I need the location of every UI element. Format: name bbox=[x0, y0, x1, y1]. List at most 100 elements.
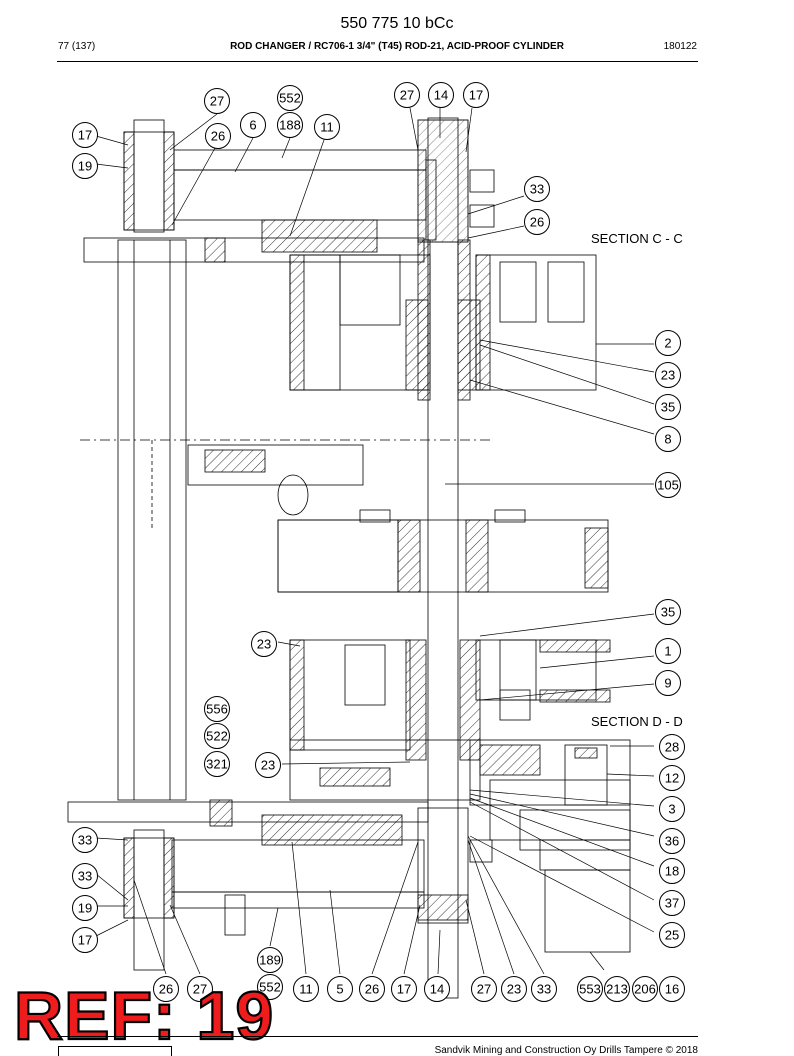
balloon-28: 28 bbox=[659, 734, 685, 760]
balloon-label: 17 bbox=[78, 128, 92, 143]
balloon-label: 17 bbox=[397, 982, 411, 997]
balloon-label: 23 bbox=[507, 982, 521, 997]
drawing-title: ROD CHANGER / RC706-1 3/4" (T45) ROD-21,… bbox=[230, 41, 564, 52]
balloon-label: 23 bbox=[257, 637, 271, 652]
balloon-23-mid: 23 bbox=[251, 631, 277, 657]
balloon-27-top: 27 bbox=[204, 88, 230, 114]
balloon-label: 27 bbox=[477, 982, 491, 997]
brand-logo-icon bbox=[58, 1046, 172, 1056]
balloon-label: 35 bbox=[661, 400, 675, 415]
balloon-553: 553 bbox=[577, 976, 603, 1002]
balloon-label: 33 bbox=[537, 982, 551, 997]
balloon-35-mid: 35 bbox=[655, 599, 681, 625]
balloon-19-topleft: 19 bbox=[72, 153, 98, 179]
balloon-18: 18 bbox=[659, 858, 685, 884]
balloon-label: 2 bbox=[664, 336, 671, 351]
balloon-26-topleft: 26 bbox=[205, 123, 231, 149]
balloon-17-left: 17 bbox=[72, 927, 98, 953]
balloon-label: 1 bbox=[664, 644, 671, 659]
balloon-label: 33 bbox=[530, 182, 544, 197]
balloon-556: 556 bbox=[204, 696, 230, 722]
balloon-label: 33 bbox=[78, 869, 92, 884]
balloon-17-bot: 17 bbox=[391, 976, 417, 1002]
balloon-label: 188 bbox=[279, 118, 301, 133]
balloon-105: 105 bbox=[655, 472, 681, 498]
balloon-213: 213 bbox=[604, 976, 630, 1002]
balloon-label: 28 bbox=[665, 740, 679, 755]
document-number: 550 775 10 bCc bbox=[340, 15, 454, 32]
balloon-189: 189 bbox=[257, 947, 283, 973]
balloon-label: 11 bbox=[299, 982, 313, 997]
balloon-25: 25 bbox=[659, 922, 685, 948]
balloon-1: 1 bbox=[655, 638, 681, 664]
balloon-label: 5 bbox=[336, 982, 343, 997]
balloon-label: 105 bbox=[657, 478, 679, 493]
balloon-11-top: 11 bbox=[314, 114, 340, 140]
balloon-23-low: 23 bbox=[255, 752, 281, 778]
balloon-label: 16 bbox=[665, 982, 679, 997]
balloon-label: 213 bbox=[606, 982, 628, 997]
section-label-dd: SECTION D - D bbox=[591, 714, 683, 729]
balloon-27-bot2: 27 bbox=[471, 976, 497, 1002]
balloon-37: 37 bbox=[659, 890, 685, 916]
balloon-8: 8 bbox=[655, 426, 681, 452]
balloon-11-bot: 11 bbox=[293, 976, 319, 1002]
section-label-cc: SECTION C - C bbox=[591, 231, 683, 246]
balloon-17-topleft: 17 bbox=[72, 122, 98, 148]
balloon-33-bot: 33 bbox=[531, 976, 557, 1002]
ref-stamp: REF: 19 bbox=[13, 978, 275, 1054]
balloon-552-bot: 552 bbox=[257, 974, 283, 1000]
balloon-label: 26 bbox=[530, 215, 544, 230]
balloon-16: 16 bbox=[659, 976, 685, 1002]
footer-copyright: Sandvik Mining and Construction Oy Drill… bbox=[434, 1045, 698, 1056]
balloon-label: 11 bbox=[320, 120, 334, 135]
balloon-label: 14 bbox=[434, 88, 448, 103]
balloon-label: 8 bbox=[664, 432, 671, 447]
balloon-26-bot1: 26 bbox=[153, 976, 179, 1002]
balloon-label: 27 bbox=[400, 88, 414, 103]
balloon-label: 9 bbox=[664, 676, 671, 691]
balloon-label: 37 bbox=[665, 896, 679, 911]
balloon-label: 26 bbox=[159, 982, 173, 997]
balloon-522: 522 bbox=[204, 723, 230, 749]
balloon-23-bot: 23 bbox=[501, 976, 527, 1002]
balloon-33-left1: 33 bbox=[72, 827, 98, 853]
balloon-36: 36 bbox=[659, 828, 685, 854]
balloon-label: 25 bbox=[665, 928, 679, 943]
balloon-label: 17 bbox=[469, 88, 483, 103]
balloon-9: 9 bbox=[655, 670, 681, 696]
drawing-date: 180122 bbox=[663, 41, 697, 52]
balloon-14-bot: 14 bbox=[424, 976, 450, 1002]
balloon-label: 522 bbox=[206, 729, 228, 744]
balloon-label: 17 bbox=[78, 933, 92, 948]
balloon-label: 14 bbox=[430, 982, 444, 997]
balloon-label: 552 bbox=[259, 980, 281, 995]
balloon-26-top: 26 bbox=[524, 209, 550, 235]
balloon-label: 26 bbox=[365, 982, 379, 997]
balloon-33-top: 33 bbox=[524, 176, 550, 202]
balloon-label: 27 bbox=[210, 94, 224, 109]
balloon-label: 23 bbox=[661, 368, 675, 383]
balloon-17-top: 17 bbox=[463, 82, 489, 108]
balloon-321: 321 bbox=[204, 751, 230, 777]
footer-rule bbox=[57, 1036, 698, 1037]
balloon-label: 3 bbox=[668, 802, 675, 817]
balloon-6: 6 bbox=[240, 112, 266, 138]
balloon-label: 206 bbox=[634, 982, 656, 997]
balloon-35-right: 35 bbox=[655, 394, 681, 420]
balloon-label: 19 bbox=[78, 901, 92, 916]
balloon-label: 33 bbox=[78, 833, 92, 848]
balloon-27-bot1: 27 bbox=[187, 976, 213, 1002]
balloon-label: 553 bbox=[579, 982, 601, 997]
balloon-label: 18 bbox=[665, 864, 679, 879]
balloon-14-top: 14 bbox=[428, 82, 454, 108]
balloon-5: 5 bbox=[327, 976, 353, 1002]
balloon-27-topmid: 27 bbox=[394, 82, 420, 108]
balloon-3: 3 bbox=[659, 796, 685, 822]
balloon-12: 12 bbox=[659, 765, 685, 791]
balloon-206: 206 bbox=[632, 976, 658, 1002]
balloon-552-top: 552 bbox=[277, 85, 303, 111]
callout-balloons: 27 552 188 11 6 26 17 19 27 14 17 33 26 … bbox=[72, 82, 685, 1002]
balloon-26-bot2: 26 bbox=[359, 976, 385, 1002]
